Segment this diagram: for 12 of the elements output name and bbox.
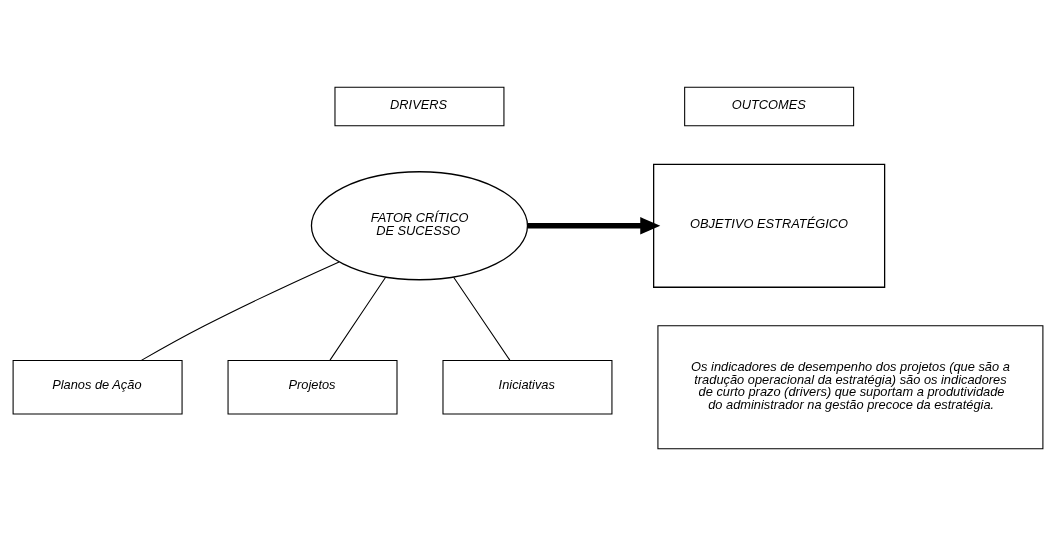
node-box: Planos de Ação: [12, 359, 183, 414]
node-box: OBJETIVO ESTRATÉGICO: [653, 163, 886, 288]
node-box: Os indicadores de desempenho dos projetos (que são a tradução operacional da estratégia) são os indicadores de curto prazo (drivers) que suportam a produtividade do administrador na gestão precoce da estratégia.: [657, 324, 1044, 449]
connector: [453, 276, 511, 361]
arrow: [527, 216, 661, 234]
node-ellipse: FATOR CRÍTICO DE SUCESSO: [310, 170, 529, 280]
node-box: Iniciativas: [442, 359, 613, 414]
connector: [140, 260, 340, 361]
node-box: OUTCOMES: [684, 86, 855, 126]
node-box: DRIVERS: [334, 86, 505, 126]
connector: [329, 276, 387, 361]
node-box: Projetos: [227, 359, 398, 414]
